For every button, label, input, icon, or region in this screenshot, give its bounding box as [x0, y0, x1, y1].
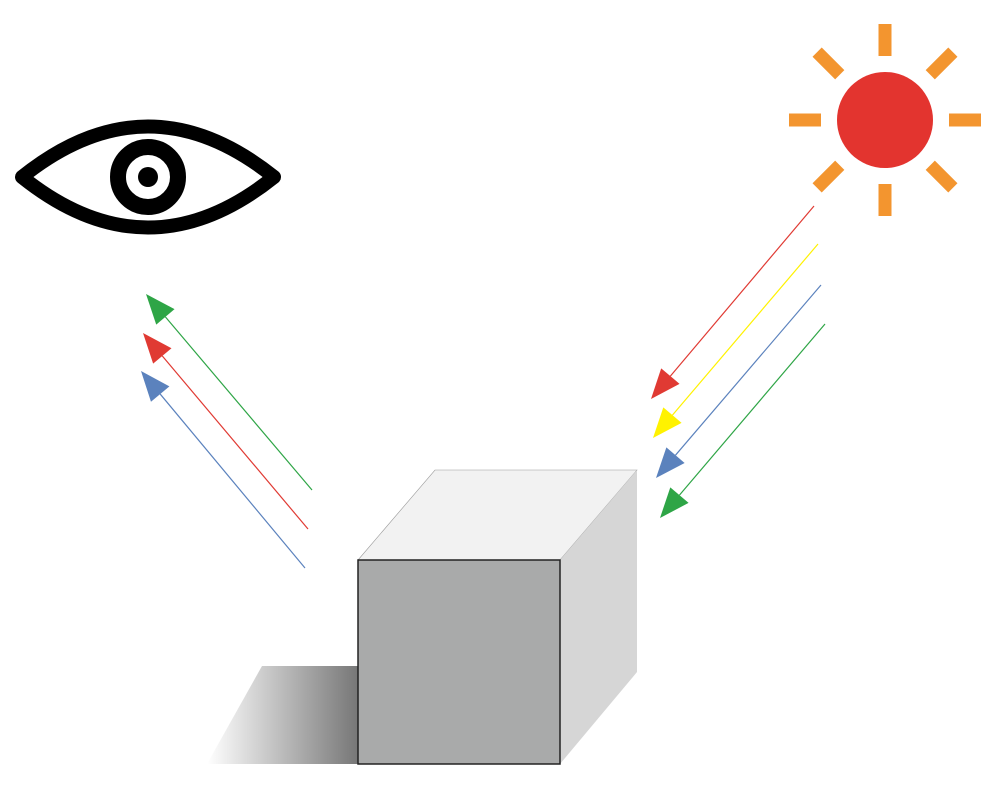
reflected-ray-blue-head [141, 371, 170, 402]
incident-ray-green-head [660, 487, 689, 518]
eye-pupil [138, 167, 158, 187]
reflected-ray-green [146, 294, 313, 491]
reflected-ray-green-shaft [164, 316, 313, 491]
incident-ray-green-shaft [678, 323, 826, 496]
reflected-rays [141, 294, 313, 569]
cube [357, 469, 638, 765]
sun-ray [925, 47, 958, 80]
sun-rays [789, 24, 981, 216]
cube-front-face [357, 559, 561, 765]
incident-ray-red [651, 205, 815, 399]
incident-ray-red-head [651, 368, 680, 399]
incident-ray-yellow [653, 243, 819, 438]
cube-shadow [207, 666, 358, 764]
incident-ray-green [660, 323, 826, 518]
reflected-ray-blue [141, 371, 306, 569]
incident-rays [651, 205, 826, 518]
incident-ray-blue-shaft [675, 284, 822, 456]
incident-ray-yellow-shaft [671, 243, 819, 416]
incident-ray-blue-head [656, 447, 685, 478]
sun-ray [812, 47, 845, 80]
reflected-ray-red [143, 333, 309, 530]
reflected-ray-blue-shaft [159, 393, 306, 569]
incident-ray-red-shaft [669, 205, 815, 377]
incident-ray-yellow-head [653, 407, 682, 438]
reflected-ray-green-head [146, 294, 175, 325]
eye-outline [15, 119, 281, 235]
sun-ray [925, 160, 958, 193]
sun-ray [812, 160, 845, 193]
incident-ray-blue [656, 284, 822, 478]
sun-core [837, 72, 933, 168]
reflected-ray-red-shaft [161, 355, 309, 530]
eye-icon [15, 119, 281, 235]
cube-side-face [560, 470, 637, 764]
sun-icon [789, 24, 981, 216]
eye-iris [110, 139, 186, 215]
reflected-ray-red-head [143, 333, 172, 364]
